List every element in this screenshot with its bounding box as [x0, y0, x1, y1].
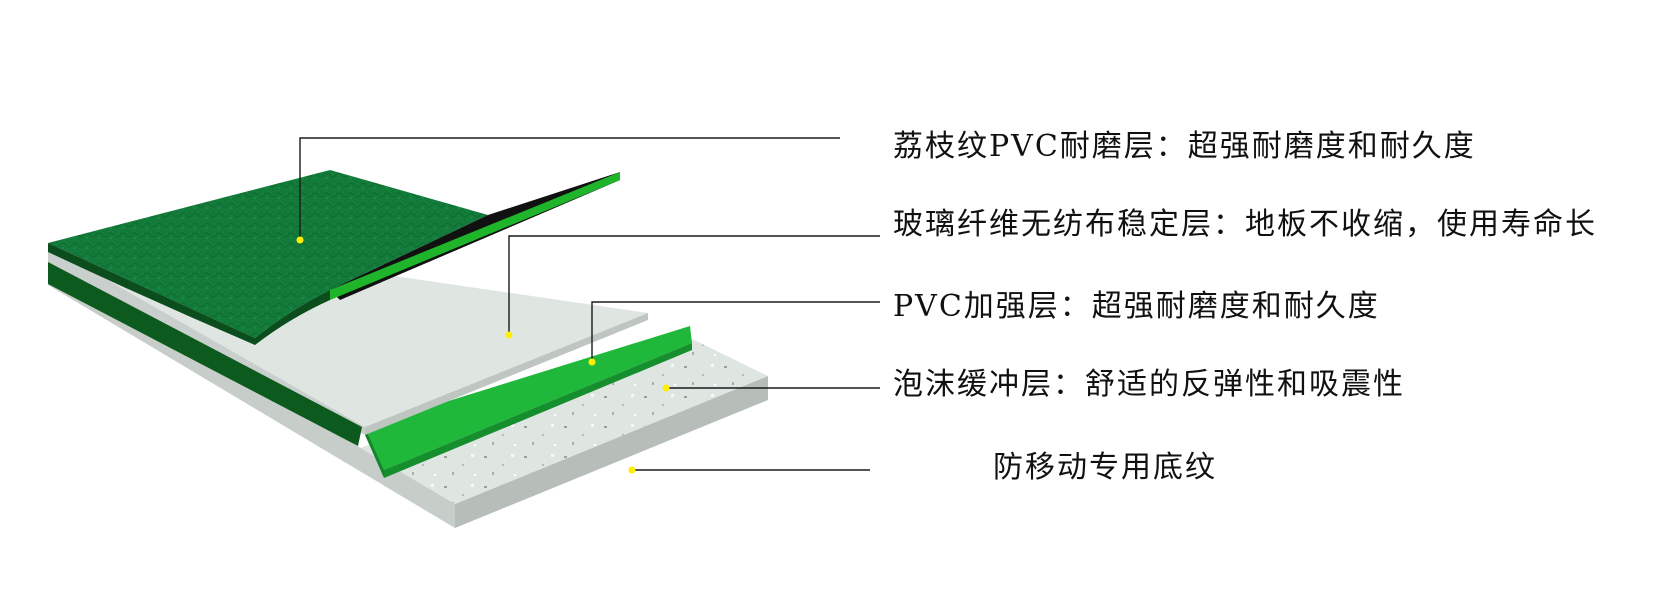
marker-dot-foam	[662, 384, 670, 392]
dark-green-edge	[48, 262, 362, 446]
wear-layer	[48, 170, 620, 345]
marker-dot-base	[628, 466, 636, 474]
leader-line-wear	[299, 137, 840, 240]
leader-line-fiberglass	[508, 235, 880, 335]
leader-lines	[299, 137, 880, 471]
marker-dot-pvc	[588, 358, 596, 366]
marker-dot-fiberglass	[505, 331, 513, 339]
marker-dot-wear	[296, 236, 304, 244]
label-fiberglass-layer: 玻璃纤维无纺布稳定层：地板不收缩，使用寿命长	[893, 207, 1597, 242]
label-base-texture: 防移动专用底纹	[993, 450, 1217, 485]
label-pvc-reinforcement-layer: PVC加强层：超强耐磨度和耐久度	[893, 289, 1380, 324]
pvc-reinforcement-layer	[365, 326, 692, 478]
marker-dots	[296, 236, 670, 474]
leader-line-pvc	[591, 301, 880, 362]
label-wear-layer: 荔枝纹PVC耐磨层：超强耐磨度和耐久度	[893, 129, 1476, 164]
label-foam-layer: 泡沫缓冲层：舒适的反弹性和吸震性	[893, 367, 1405, 402]
